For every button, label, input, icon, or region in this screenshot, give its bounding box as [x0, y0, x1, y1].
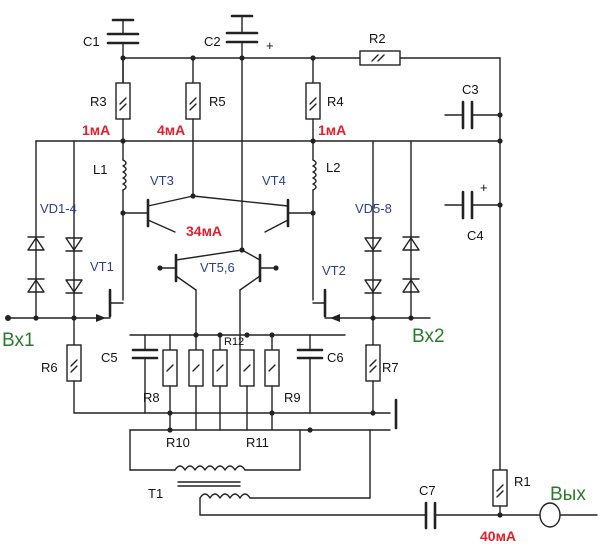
terminal-out: Вых: [550, 484, 586, 505]
label-r1: R1: [514, 474, 531, 489]
label-l2: L2: [326, 160, 340, 175]
label-c7: C7: [419, 483, 436, 498]
junction-dots: [5, 55, 503, 518]
capacitor-c2: [225, 14, 259, 59]
label-r6: R6: [41, 360, 58, 375]
current-r3: 1мА: [82, 122, 110, 138]
transistor-vt56: [159, 249, 277, 291]
label-vt1: VT1: [90, 259, 114, 274]
transistor-vt3: [122, 195, 194, 233]
label-vt56: VT5,6: [200, 260, 235, 275]
label-r5: R5: [209, 94, 226, 109]
label-vd58: VD5-8: [355, 201, 392, 216]
resistor-bank: [162, 334, 280, 431]
label-c5: C5: [101, 350, 118, 365]
label-c3: C3: [462, 82, 479, 97]
current-output: 40мА: [480, 528, 516, 544]
transistor-vt1: [108, 288, 124, 318]
label-r3: R3: [90, 94, 107, 109]
label-vt3: VT3: [150, 173, 174, 188]
label-t1: T1: [148, 486, 163, 501]
label-r10: R10: [166, 435, 190, 450]
label-r11: R11: [246, 435, 269, 450]
label-vd14: VD1-4: [40, 201, 77, 216]
label-l1: L1: [93, 162, 107, 177]
capacitor-c5: [131, 334, 159, 414]
diodes-vd1-4: [27, 140, 83, 319]
terminal-in2: Вх2: [412, 326, 445, 347]
diodes-vd5-8: [364, 140, 420, 319]
capacitor-c7: [424, 501, 437, 530]
current-vt56: 34мА: [186, 223, 222, 239]
label-r4: R4: [327, 94, 344, 109]
capacitor-c3: [461, 100, 474, 130]
label-r2: R2: [369, 31, 386, 46]
label-r7: R7: [382, 360, 399, 375]
label-c4: C4: [467, 228, 484, 243]
current-r4: 1мА: [318, 122, 346, 138]
label-c4-plus: +: [480, 180, 488, 195]
label-r12: R12: [224, 336, 244, 348]
label-r9: R9: [284, 390, 301, 405]
label-c6: C6: [327, 350, 344, 365]
transformer-t1: [174, 465, 246, 471]
capacitor-c4: [461, 190, 474, 220]
label-vt2: VT2: [322, 263, 346, 278]
label-c2-plus: +: [266, 38, 274, 53]
label-c1: C1: [83, 34, 100, 49]
resistor-r2: [359, 50, 401, 66]
capacitor-c6: [296, 334, 324, 414]
transistor-vt4: [192, 195, 314, 233]
inductor-l2: [312, 159, 317, 191]
label-r8: R8: [143, 390, 160, 405]
terminal-in1: Вх1: [2, 330, 35, 351]
label-vt4: VT4: [262, 173, 286, 188]
label-c2: C2: [204, 34, 221, 49]
current-r5: 4мА: [157, 122, 185, 138]
output-connector: [539, 502, 598, 528]
transistor-vt2: [312, 288, 327, 318]
inductor-l1: [122, 159, 127, 191]
